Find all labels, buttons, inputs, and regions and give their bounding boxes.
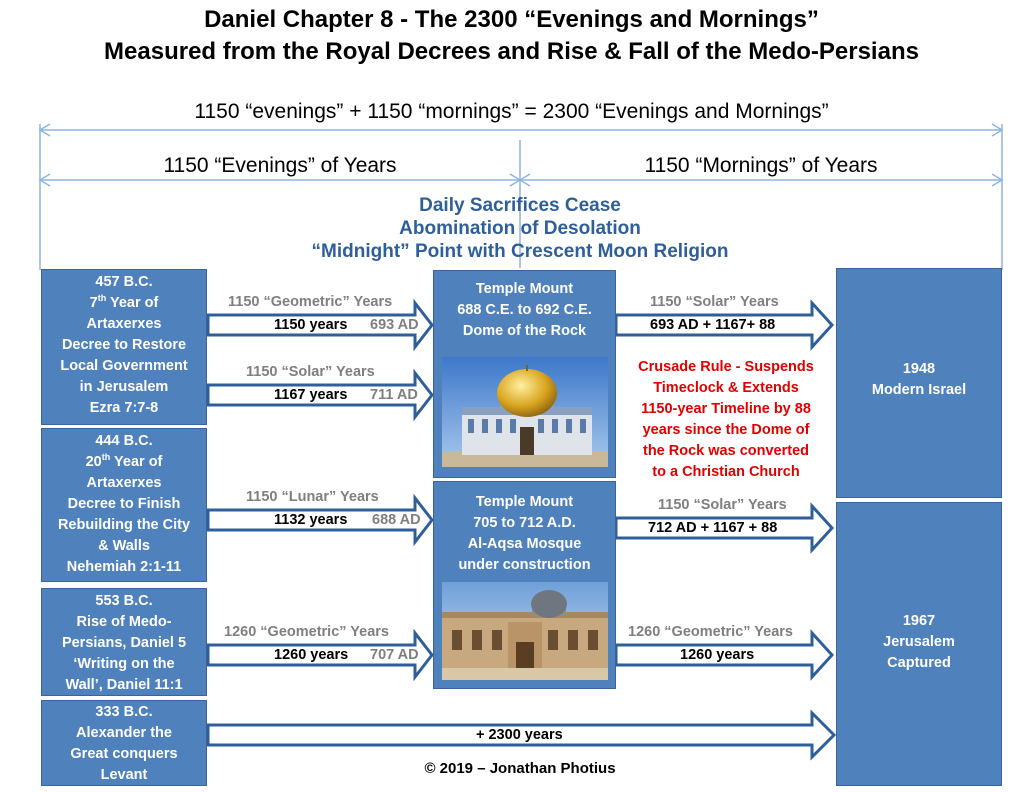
box-457-reference: Ezra 7:7-8	[89, 400, 159, 416]
box-444-king: Artaxerxes	[86, 475, 162, 491]
box-1948-event: Modern Israel	[871, 382, 967, 398]
arrow6-value: 712 AD + 1167 + 88	[648, 520, 778, 536]
box-1967-line2: Jerusalem	[883, 634, 955, 650]
box-333-line3: Great conquers	[70, 746, 178, 762]
box-553-line3: Persians, Daniel 5	[61, 635, 187, 651]
arrow4-end: 707 AD	[370, 647, 419, 663]
arrow-lunar-1132	[206, 493, 434, 547]
box-444-regnal-year: 20th Year of	[85, 452, 163, 470]
arrow2-end: 711 AD	[370, 387, 418, 403]
arrow3-value: 1132 years	[274, 512, 348, 528]
arrow-to-1948	[614, 299, 835, 351]
box-444-reference: Nehemiah 2:1-11	[66, 559, 182, 575]
box-457-year: 457 B.C.	[95, 274, 153, 290]
box-553-bc: 553 B.C. Rise of Medo- Persians, Daniel …	[41, 588, 207, 696]
box-al-aqsa: Temple Mount 705 to 712 A.D. Al-Aqsa Mos…	[433, 481, 616, 689]
aqsa-dates: 705 to 712 A.D.	[473, 515, 576, 531]
box-553-line5: Wall’, Daniel 11:1	[65, 677, 183, 693]
box-553-year: 553 B.C.	[95, 593, 153, 609]
box-333-line2: Alexander the	[76, 725, 172, 741]
arrow-geometric-1260	[206, 628, 434, 682]
box-457-king: Artaxerxes	[86, 316, 162, 332]
box-444-bc: 444 B.C. 20th Year of Artaxerxes Decree …	[41, 428, 207, 582]
arrow-geometric-1150	[206, 298, 434, 352]
crusade-note-line3: 1150-year Timeline by 88	[641, 401, 811, 417]
arrow6-heading: 1150 “Solar” Years	[658, 497, 787, 513]
box-444-line5: Rebuilding the City	[57, 517, 191, 533]
arrow-to-1967-a	[614, 502, 835, 554]
arrow-to-1967-b	[614, 629, 835, 681]
dome-line1: Temple Mount	[475, 281, 574, 297]
box-333-bc: 333 B.C. Alexander the Great conquers Le…	[41, 700, 207, 786]
crusade-note-line2: Timeclock & Extends	[653, 380, 799, 396]
arrow3-heading: 1150 “Lunar” Years	[246, 489, 379, 505]
arrow1-value: 1150 years	[274, 317, 348, 333]
aqsa-status: under construction	[458, 557, 591, 573]
box-1948: 1948 Modern Israel	[836, 268, 1002, 498]
box-444-line4: Decree to Finish	[67, 496, 181, 512]
crusade-note: Crusade Rule - Suspends Timeclock & Exte…	[620, 357, 832, 483]
title-line-1: Daniel Chapter 8 - The 2300 “Evenings an…	[204, 6, 819, 33]
arrow2-heading: 1150 “Solar” Years	[246, 364, 375, 380]
arrow4-value: 1260 years	[274, 647, 349, 663]
crusade-note-line1: Crusade Rule - Suspends	[638, 359, 814, 375]
arrows-left	[206, 298, 837, 761]
arrow3-end: 688 AD	[372, 512, 421, 528]
dome-of-the-rock-image	[442, 357, 608, 467]
copyright: © 2019 – Jonathan Photius	[424, 760, 616, 777]
arrow5-value: 693 AD + 1167+ 88	[650, 317, 776, 333]
center-line-2: Abomination of Desolation	[399, 218, 641, 239]
box-333-line4: Levant	[100, 767, 148, 783]
aqsa-line1: Temple Mount	[475, 494, 574, 510]
evenings-label: 1150 “Evenings” of Years	[163, 154, 397, 177]
arrow1-end: 693 AD	[370, 317, 419, 333]
box-457-line4: Decree to Restore	[61, 337, 187, 353]
arrow7-heading: 1260 “Geometric” Years	[628, 624, 793, 640]
arrow-2300-years	[206, 709, 837, 761]
aqsa-name: Al-Aqsa Mosque	[467, 536, 582, 552]
arrow7-value: 1260 years	[680, 647, 755, 663]
box-457-bc: 457 B.C. 7th Year of Artaxerxes Decree t…	[41, 269, 207, 425]
box-457-line5: Local Government	[60, 358, 188, 374]
box-457-regnal-year: 7th Year of	[89, 293, 159, 311]
box-444-year: 444 B.C.	[95, 433, 153, 449]
total-equation: 1150 “evenings” + 1150 “mornings” = 2300…	[194, 100, 829, 123]
crusade-note-line5: the Rock was converted	[643, 443, 809, 459]
arrow-2300-label: + 2300 years	[476, 727, 563, 743]
box-553-line4: ‘Writing on the	[73, 656, 175, 672]
box-dome-of-the-rock: Temple Mount 688 C.E. to 692 C.E. Dome o…	[433, 270, 616, 478]
crusade-note-line4: years since the Dome of	[642, 422, 810, 438]
arrow5-heading: 1150 “Solar” Years	[650, 294, 779, 310]
title-line-2: Measured from the Royal Decrees and Rise…	[104, 38, 919, 65]
box-1967-year: 1967	[902, 613, 936, 629]
arrow1-heading: 1150 “Geometric” Years	[228, 294, 393, 310]
box-333-year: 333 B.C.	[95, 704, 153, 720]
center-line-3: “Midnight” Point with Crescent Moon Reli…	[311, 241, 729, 262]
crusade-note-line6: to a Christian Church	[652, 464, 800, 480]
arrow2-value: 1167 years	[274, 387, 348, 403]
mornings-label: 1150 “Mornings” of Years	[644, 154, 878, 177]
arrow-solar-1167	[206, 368, 434, 422]
center-line-1: Daily Sacrifices Cease	[419, 195, 621, 216]
dome-name: Dome of the Rock	[462, 323, 587, 339]
box-1967-line3: Captured	[887, 655, 951, 671]
arrow4-heading: 1260 “Geometric” Years	[224, 624, 389, 640]
box-457-line6: in Jerusalem	[79, 379, 169, 395]
dome-dates: 688 C.E. to 692 C.E.	[457, 302, 592, 318]
box-444-line6: & Walls	[98, 538, 150, 554]
box-1967: 1967 Jerusalem Captured	[836, 502, 1002, 786]
box-1948-year: 1948	[902, 361, 936, 377]
box-553-line2: Rise of Medo-	[76, 614, 172, 630]
al-aqsa-mosque-image	[442, 582, 608, 680]
